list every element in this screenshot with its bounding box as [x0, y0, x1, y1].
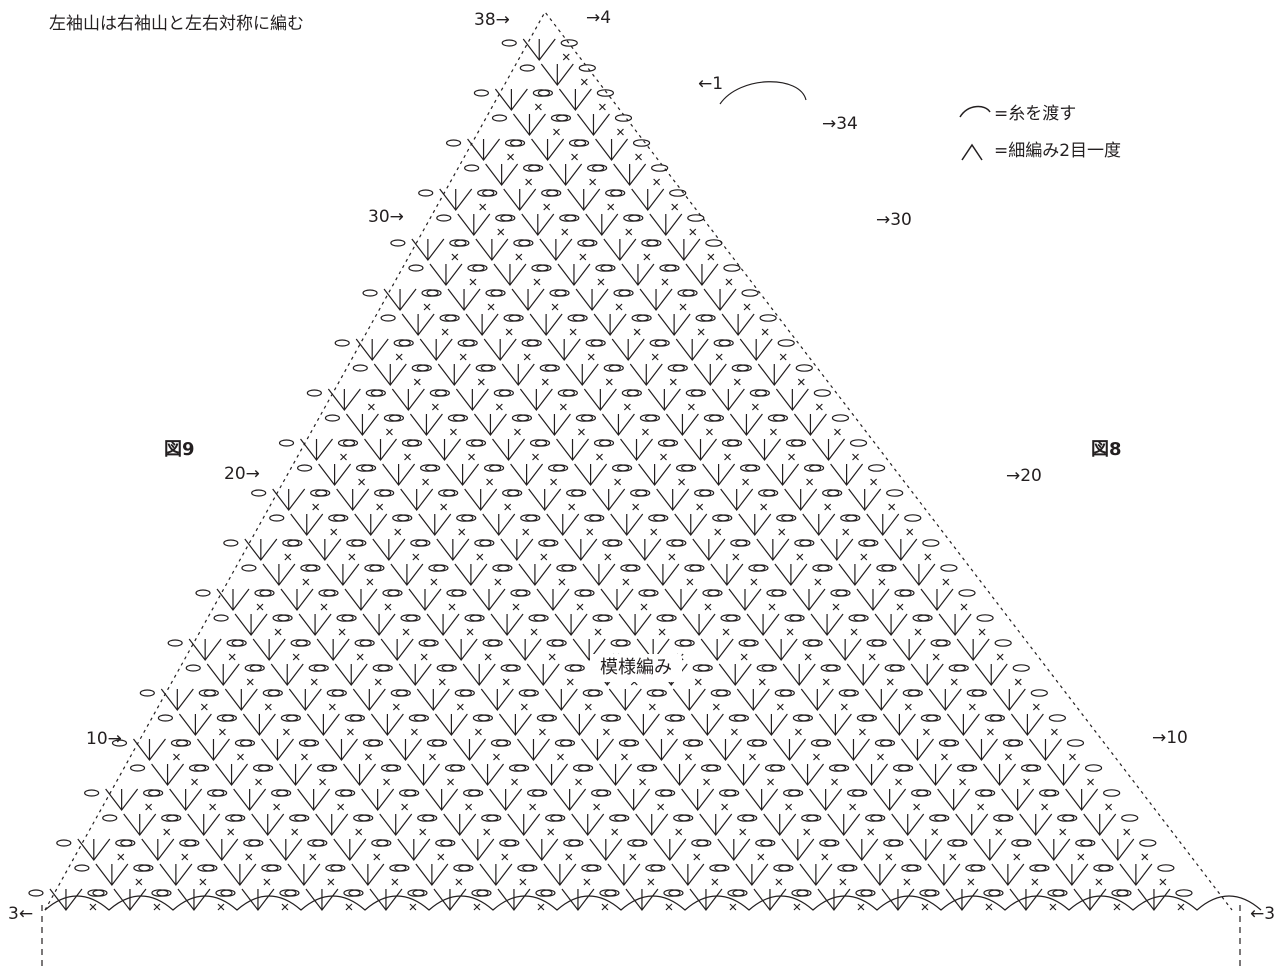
figure-label-left: 図9	[164, 439, 195, 460]
stitch-pattern	[28, 10, 1262, 911]
row-marker-1: ←1	[698, 74, 724, 94]
pattern-name-label: 模様編み	[590, 654, 682, 682]
row-marker-20-right: →20	[1006, 466, 1042, 486]
row-marker-4: →4	[586, 8, 612, 28]
row-marker-34: →34	[822, 114, 858, 134]
legend-yarn-label: =糸を渡す	[994, 104, 1077, 124]
row-marker-10-right: →10	[1152, 728, 1188, 748]
side-dashed-lines	[41, 905, 1241, 968]
legend-dec-label: =細編み2目一度	[994, 141, 1122, 161]
row-marker-3-right: ←3	[1250, 904, 1276, 924]
figure-label-right: 図8	[1091, 439, 1122, 460]
legend-yarn-icon	[959, 105, 991, 118]
row-marker-10-left: 10→	[86, 729, 122, 749]
row-marker-30-right: →30	[876, 210, 912, 230]
instruction-note: 左袖山は右袖山と左右対称に編む	[49, 14, 304, 34]
row-marker-30-left: 30→	[368, 207, 404, 227]
yarn-carry-arc	[719, 81, 807, 105]
legend-dec-icon	[961, 143, 983, 161]
row-marker-3-left: 3←	[8, 904, 34, 924]
row-marker-38: 38→	[474, 10, 510, 30]
row-marker-20-left: 20→	[224, 464, 260, 484]
